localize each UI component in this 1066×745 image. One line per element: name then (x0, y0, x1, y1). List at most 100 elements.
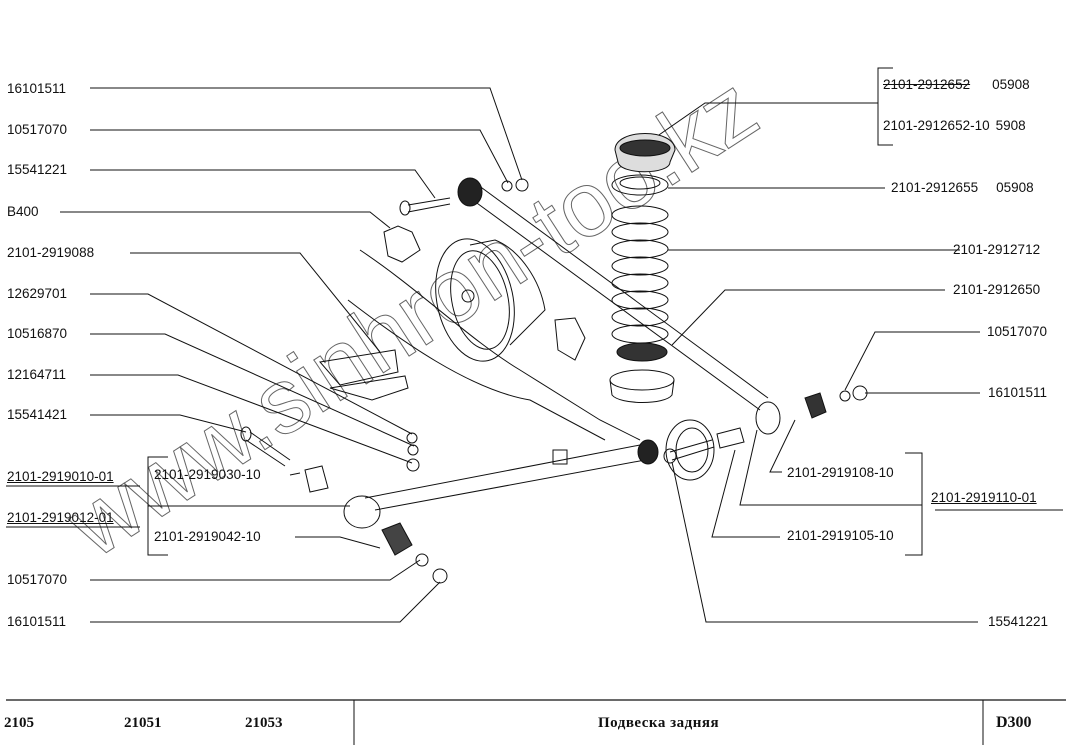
part-suffix: 05908 (996, 180, 1034, 195)
upper-bracket-right (554, 317, 586, 361)
leader-L15 (90, 581, 441, 623)
washer-bracket-1 (406, 432, 418, 444)
part-label-superseded: 2101-2912652 05908 (883, 77, 1030, 93)
coil-spring (611, 205, 669, 344)
leader-R4 (671, 289, 945, 346)
part-label: 15541221 (7, 162, 68, 177)
bracket-plate (319, 349, 409, 401)
model-code: 21053 (245, 715, 283, 731)
lower-rod-front-eye (343, 495, 381, 529)
lower-rod (364, 444, 646, 511)
part-label: 12629701 (7, 286, 68, 301)
nut-top (515, 178, 529, 192)
part-label: 16101511 (7, 614, 67, 629)
leader-R1 (655, 102, 878, 138)
part-label: 10517070 (7, 122, 68, 137)
differential-body (469, 239, 546, 346)
upper-bracket-left (383, 225, 421, 263)
nut-bracket (406, 458, 420, 472)
part-number-struck: 2101-2912652 (883, 77, 971, 92)
leader-L12 (289, 472, 301, 476)
leader-L4 (60, 211, 391, 229)
leader-L13 (295, 536, 381, 549)
lower-rod-rear-bushing (637, 439, 659, 465)
spring-seat-lower (616, 342, 668, 362)
leader-L9 (90, 414, 247, 433)
silentblock-right (804, 392, 827, 419)
leader-L7 (90, 333, 415, 447)
leader-L14 (90, 559, 421, 581)
leader-R5 (844, 331, 980, 391)
part-number: 2101-2912655 (891, 180, 979, 195)
part-label: 15541221 (988, 614, 1049, 629)
upper-rod-front-bushing (457, 177, 483, 207)
bolt-lower-right (669, 439, 715, 461)
part-label: 10516870 (7, 326, 68, 341)
leader-R7 (769, 419, 796, 473)
page-code: D300 (996, 714, 1032, 731)
bolt-left (245, 431, 291, 467)
assembly-label: 2101-2919110-01 (931, 490, 1037, 505)
leader-L1 (90, 87, 523, 181)
part-label: 12164711 (7, 367, 67, 382)
sleeve-right (716, 427, 745, 449)
bolt-lower-right-head (663, 448, 677, 464)
bracket-right-top (877, 67, 893, 146)
assembly-label: 2101-2919010-01 (7, 469, 114, 484)
washer-left (415, 553, 429, 567)
part-label: 2101-2912652-10 5908 (883, 118, 1026, 134)
leader-L5 (130, 252, 381, 353)
part-label: B400 (7, 204, 39, 219)
washer-bracket-2 (407, 444, 419, 456)
part-suffix: 5908 (995, 118, 1026, 133)
upper-rod-rear-bushing (755, 401, 781, 435)
model-code: 2105 (4, 715, 34, 731)
sleeve-left (304, 465, 329, 493)
part-label: 16101511 (7, 81, 67, 96)
differential-cover (435, 238, 515, 362)
leader-L3 (90, 169, 436, 199)
part-label: 2101-2912650 (953, 282, 1041, 297)
part-label: 10517070 (987, 324, 1048, 339)
axle-flange (665, 419, 715, 481)
part-label: 2101-2919088 (7, 245, 95, 260)
differential-cover-inner (450, 250, 510, 350)
part-label: 2101-2919108-10 (787, 465, 894, 480)
spring-insulator-upper (611, 174, 669, 196)
assembly-label: 2101-2919012-01 (7, 510, 114, 525)
leader-L2 (90, 129, 509, 184)
nut-left (432, 568, 448, 584)
page-title: Подвеска задняя (598, 715, 720, 731)
leader-L8 (90, 374, 413, 464)
part-number: 2101-2912652-10 (883, 118, 990, 133)
lower-rod-boss (552, 449, 568, 465)
leader-R9 (711, 449, 780, 538)
spring-cup-lower-wall (609, 379, 675, 403)
drain-plug (461, 289, 475, 303)
part-label: 2101-2919030-10 (154, 467, 261, 482)
bolt-left-head (240, 426, 252, 442)
leader-R10 (671, 461, 978, 623)
washer-top (501, 180, 513, 192)
part-suffix: 05908 (992, 77, 1030, 92)
part-label: 15541421 (7, 407, 68, 422)
spring-cap-upper-top (619, 139, 671, 157)
bolt-top-head (399, 200, 411, 216)
part-label: 2101-2919042-10 (154, 529, 261, 544)
part-label: 16101511 (988, 385, 1048, 400)
spring-insulator-upper-inner (619, 176, 661, 190)
axle-housing (347, 249, 641, 441)
leader-L6 (90, 293, 413, 435)
leader-R8 (739, 429, 922, 506)
nut-right (852, 385, 868, 401)
model-code: 21051 (124, 715, 162, 731)
part-label: 2101-2919105-10 (787, 528, 894, 543)
bolt-top (407, 197, 451, 213)
part-label: 2101-2912655 05908 (891, 180, 1034, 196)
bracket-right-bottom (905, 452, 923, 556)
part-label: 2101-2912712 (953, 242, 1041, 257)
part-label: 10517070 (7, 572, 68, 587)
washer-right (839, 390, 851, 402)
spring-cup-lower (609, 369, 675, 391)
